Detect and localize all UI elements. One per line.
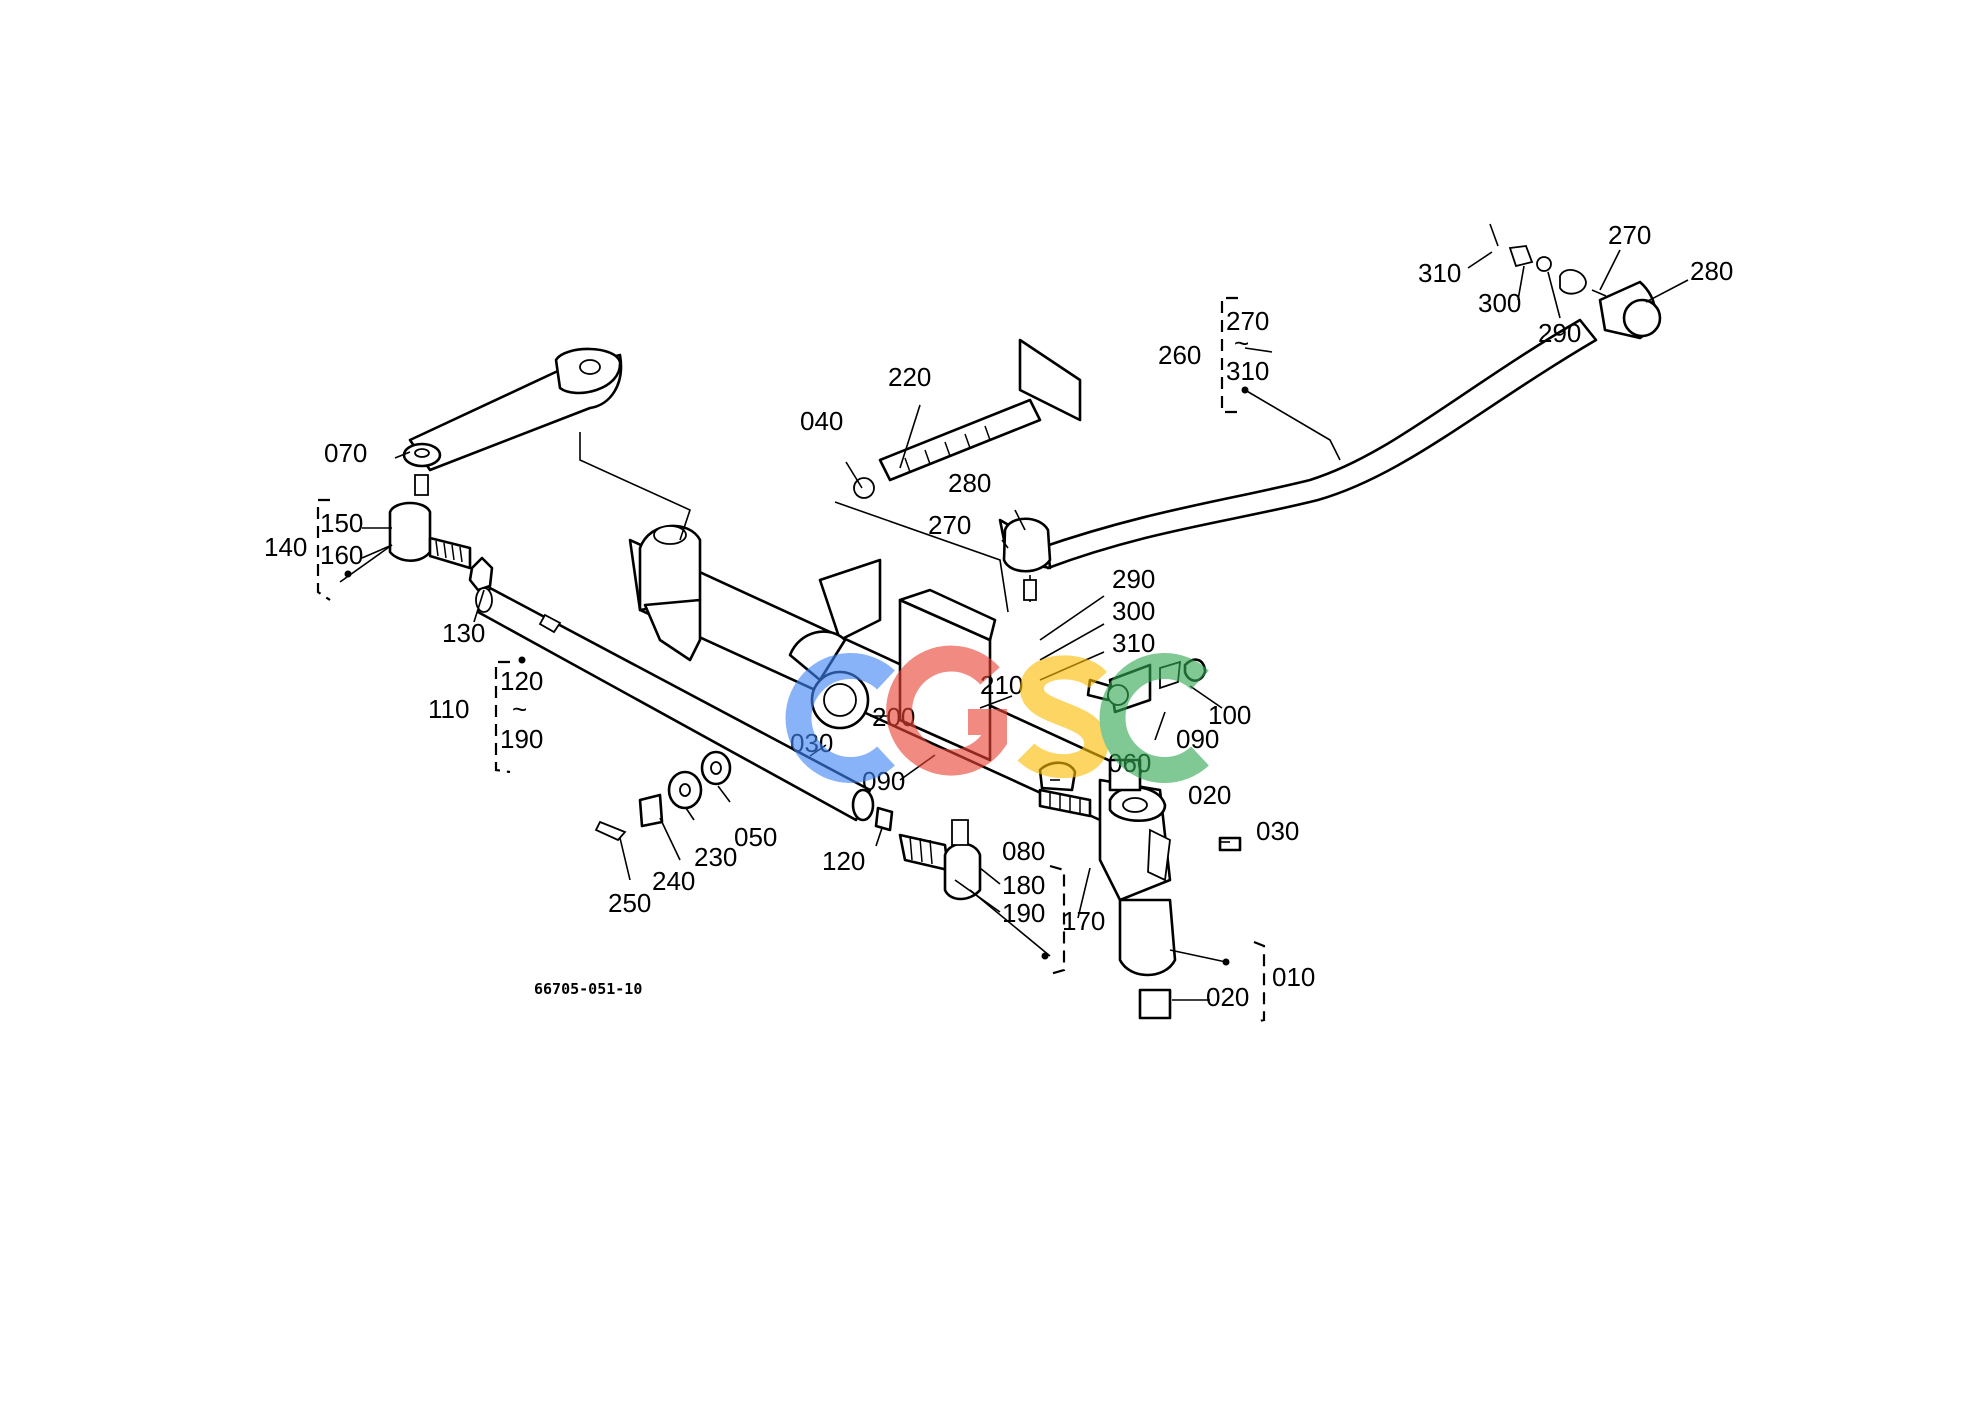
watermark-letter-g-red (886, 645, 1007, 776)
watermark-letter-c-green (1099, 653, 1209, 783)
tie-rod (475, 586, 875, 822)
callout-250: 250 (608, 888, 651, 918)
callout-010: 010 (1272, 962, 1315, 992)
callout-120-bot: 120 (822, 846, 865, 876)
callout-100: 100 (1208, 700, 1251, 730)
drawing-reference: 66705-051-10 (534, 980, 642, 998)
callout-130: 130 (442, 618, 485, 648)
washer-stack (594, 750, 732, 842)
callout-260-to: 310 (1226, 356, 1269, 386)
callout-270-top: 270 (1608, 220, 1651, 250)
callout-110-sep: ~ (512, 694, 527, 724)
callout-070: 070 (324, 438, 367, 468)
callout-020-top: 020 (1188, 780, 1231, 810)
pitman-arm (402, 347, 623, 496)
tie-rod-end-right (874, 806, 982, 901)
callout-310-mid: 310 (1112, 628, 1155, 658)
callout-050: 050 (734, 822, 777, 852)
callout-280-top: 280 (1690, 256, 1733, 286)
callout-230: 230 (694, 842, 737, 872)
callout-290-mid: 290 (1112, 564, 1155, 594)
watermark-letter-s-yellow (1017, 655, 1108, 779)
group-brackets (316, 296, 1266, 1024)
callout-150: 150 (320, 508, 363, 538)
callout-290-top: 290 (1538, 318, 1581, 348)
callout-260: 260 (1158, 340, 1201, 370)
callout-120-top: 120 (500, 666, 543, 696)
callout-040: 040 (800, 406, 843, 436)
callout-270-mid: 270 (928, 510, 971, 540)
tie-rod-end-left (388, 501, 494, 592)
callout-140: 140 (264, 532, 307, 562)
callout-030-right: 030 (1256, 816, 1299, 846)
callout-280-mid: 280 (948, 468, 991, 498)
callout-300-top: 300 (1478, 288, 1521, 318)
callout-110: 110 (428, 694, 469, 724)
callout-190-bot: 190 (1002, 898, 1045, 928)
callout-260-sep: ~ (1234, 328, 1249, 358)
callout-310-top: 310 (1418, 258, 1461, 288)
center-pin (853, 338, 1082, 499)
callout-240: 240 (652, 866, 695, 896)
drag-link-assembly (998, 280, 1662, 602)
callout-020-bot: 020 (1206, 982, 1249, 1012)
watermark-logo (785, 645, 1209, 783)
callout-220: 220 (888, 362, 931, 392)
callout-170: 170 (1062, 906, 1105, 936)
top-hardware-group (1489, 223, 1607, 297)
callout-160: 160 (320, 540, 363, 570)
watermark-letter-c-blue (785, 653, 895, 783)
reference-dots (344, 386, 1249, 966)
callout-090-right: 090 (1176, 724, 1219, 754)
callout-080: 080 (1002, 836, 1045, 866)
callout-180: 180 (1002, 870, 1045, 900)
callout-190-left: 190 (500, 724, 543, 754)
callout-260-from: 270 (1226, 306, 1269, 336)
callout-300-mid: 300 (1112, 596, 1155, 626)
